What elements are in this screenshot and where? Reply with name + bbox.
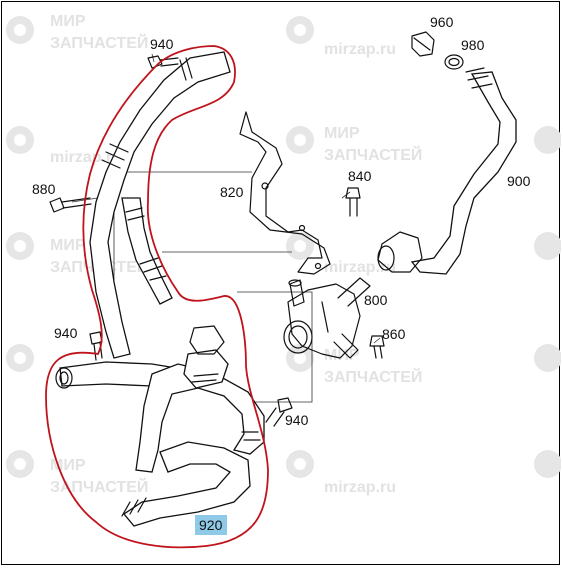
part-labels: 960 980 940 880 820 840 900 800 940 860 … [32,14,531,535]
highlight-outline [45,45,269,549]
watermark-line2: ЗАПЧАСТЕЙ [324,367,422,386]
plug-960 [411,31,435,57]
watermark-site: mirzap.ru [324,479,396,496]
watermark-site: mirzap.ru [324,259,396,276]
hose-900 [377,67,517,275]
label-900: 900 [507,173,531,189]
oring-980 [444,54,464,70]
watermark-pin-icon [6,16,561,478]
bolt-860 [369,335,385,359]
watermark-site: mirzap.ru [50,149,122,166]
watermark-line2: ЗАПЧАСТЕЙ [50,33,148,52]
watermark-line1: МИР [324,125,360,142]
watermark-line1: МИР [50,237,86,254]
label-840: 840 [348,168,372,184]
watermark-line2: ЗАПЧАСТЕЙ [50,477,148,496]
label-920-highlight [195,515,227,535]
bracket-820 [239,111,331,275]
label-940-bottom: 940 [285,412,309,428]
label-920: 920 [199,517,223,533]
hose-920 [55,51,265,527]
label-980: 980 [461,37,485,53]
label-820: 820 [220,184,244,200]
bolt-940-bottom [265,397,293,427]
watermark-site: mirzap.ru [324,41,396,58]
label-940-top: 940 [150,36,174,52]
watermark-layer: МИР ЗАПЧАСТЕЙ mirzap.ru mirzap.ru МИР ЗА… [6,13,561,496]
watermark-line2: ЗАПЧАСТЕЙ [324,145,422,164]
flange-800 [283,277,371,359]
watermark-line1: МИР [50,13,86,30]
bolt-940-top [147,55,179,69]
label-880: 880 [32,181,56,197]
label-960: 960 [430,14,454,30]
bolt-840 [345,187,361,217]
label-940-left: 940 [54,325,78,341]
label-800: 800 [364,292,388,308]
label-860: 860 [382,326,406,342]
